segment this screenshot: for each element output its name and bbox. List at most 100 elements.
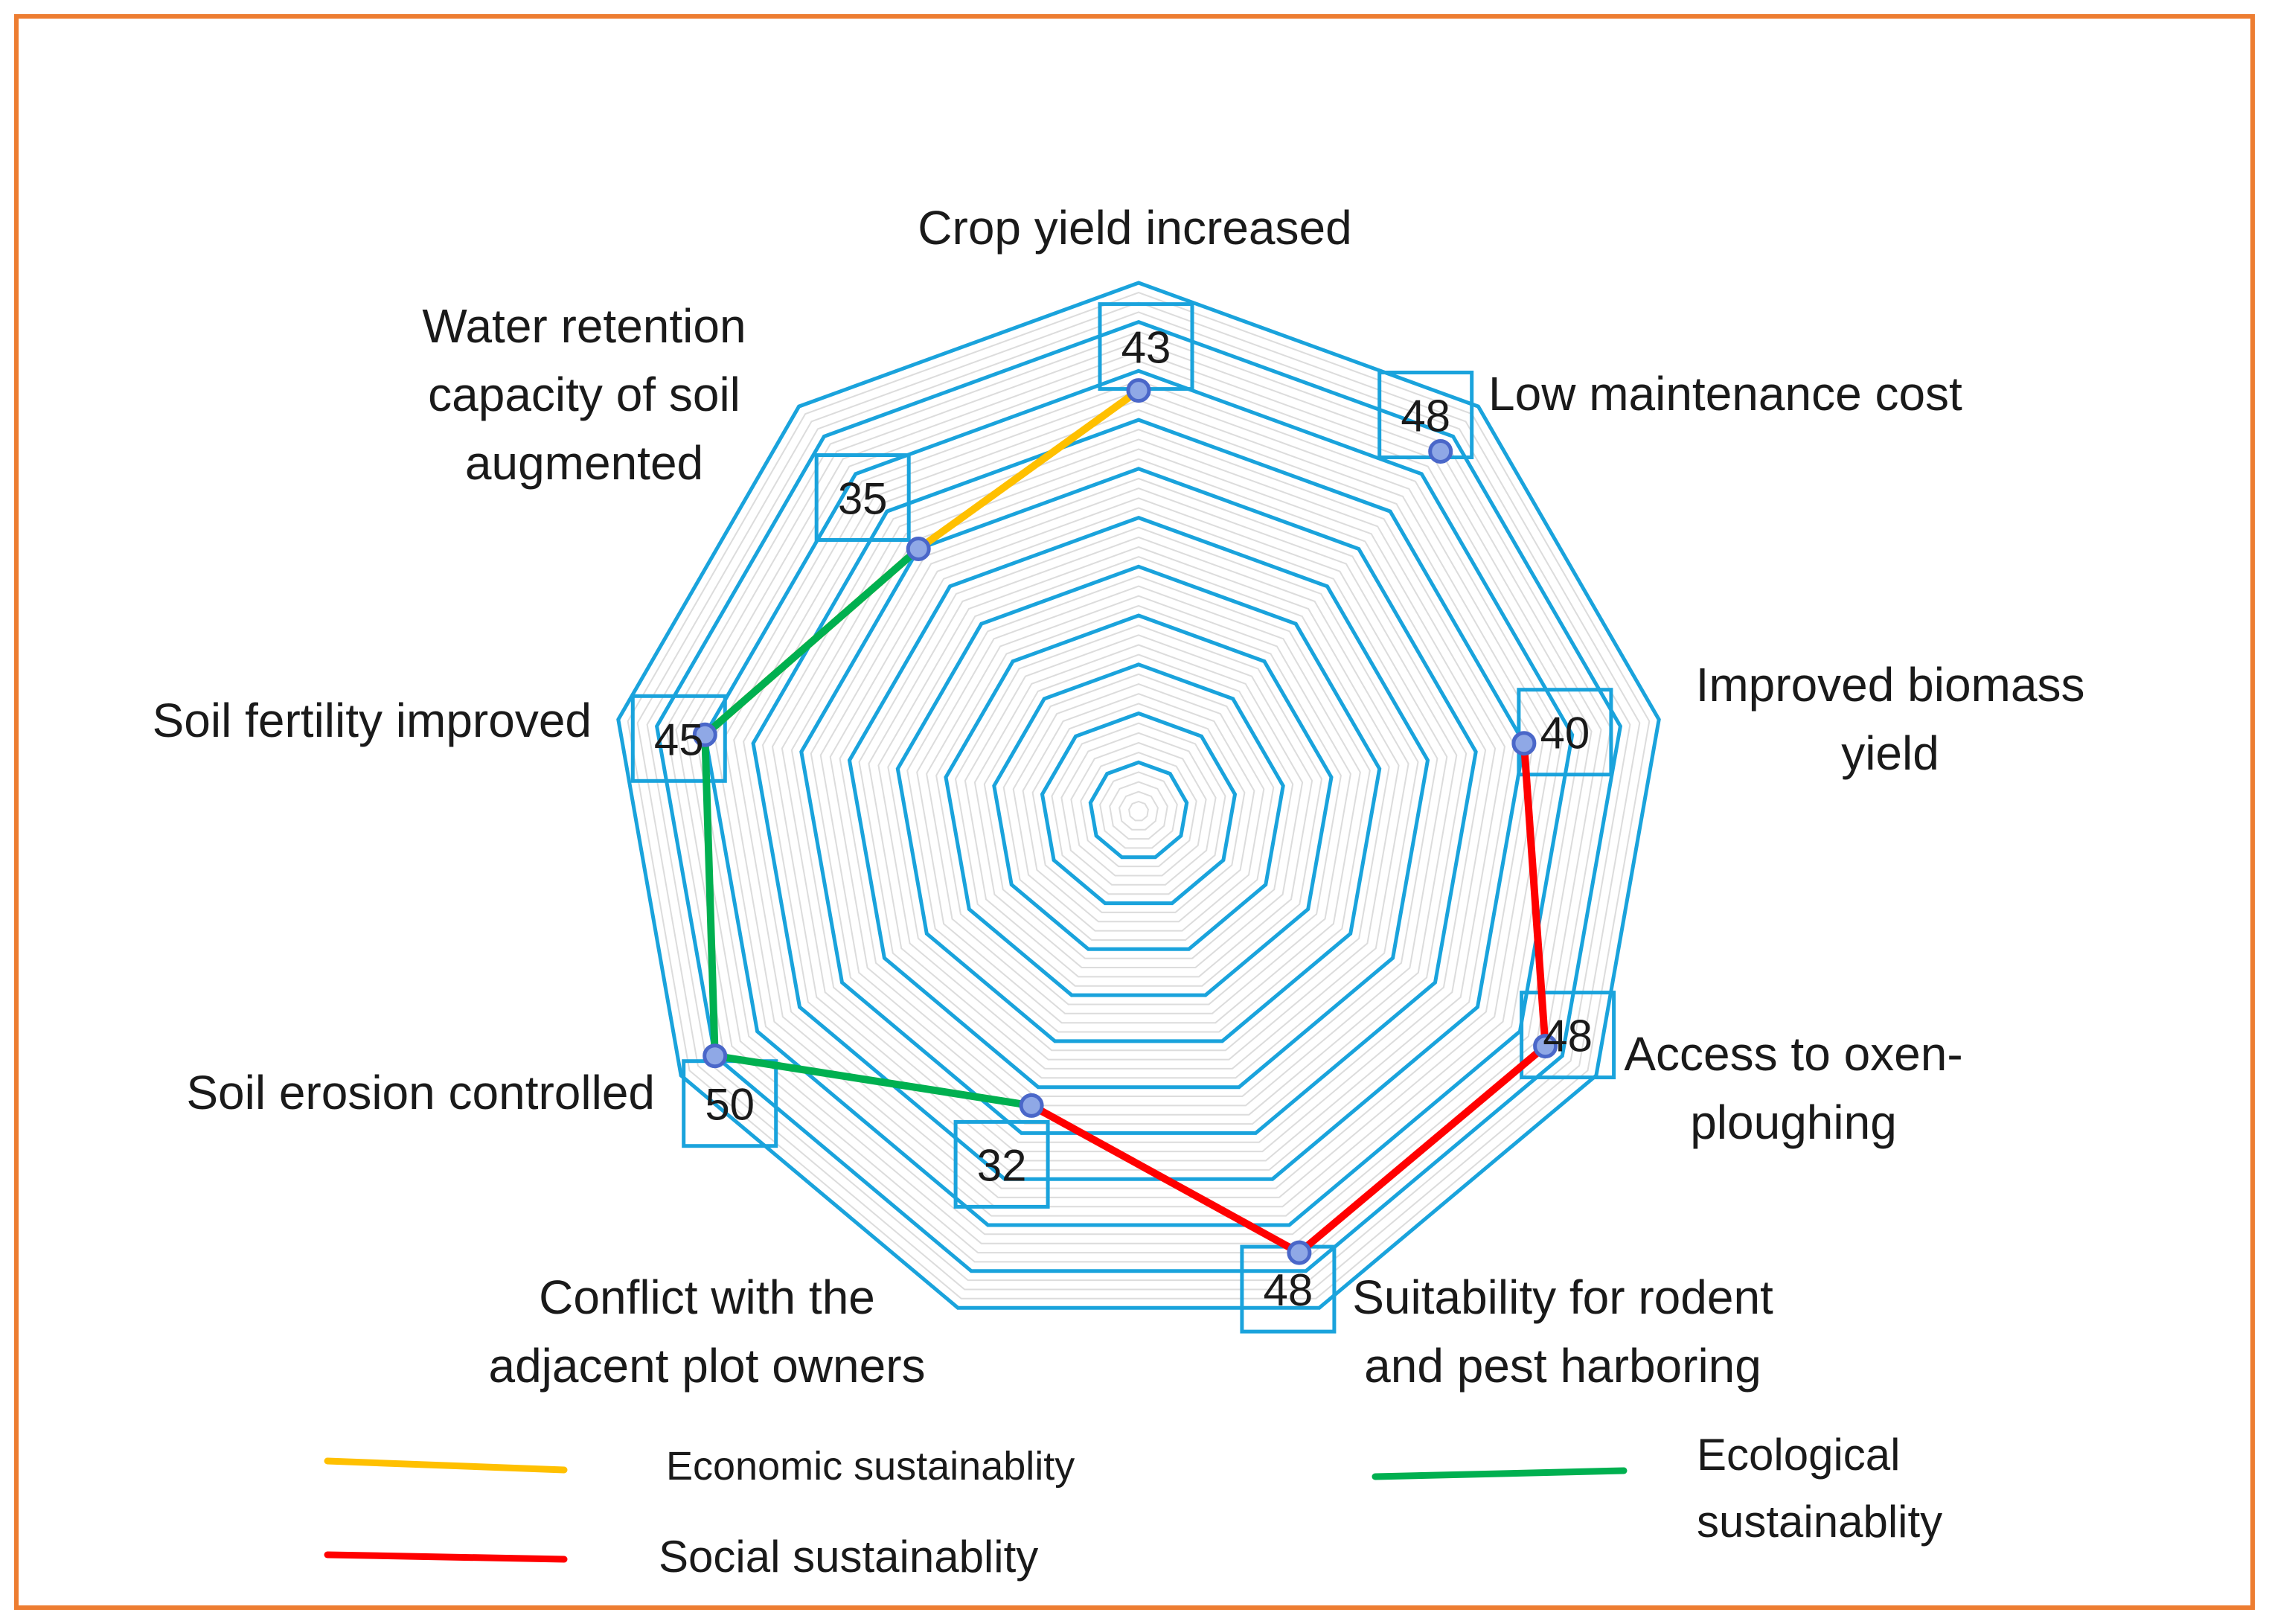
axis-label: Crop yield increased bbox=[918, 201, 1351, 255]
minor-grid-ring bbox=[906, 575, 1371, 1033]
minor-grid-ring bbox=[714, 380, 1564, 1217]
axis-label-line: Conflict with the bbox=[539, 1270, 875, 1324]
minor-grid-ring bbox=[685, 350, 1593, 1244]
value-label-box bbox=[953, 1119, 1050, 1209]
legend-label-line: Social sustainablity bbox=[659, 1532, 1038, 1582]
minor-grid-ring bbox=[954, 624, 1323, 987]
minor-grid-ring bbox=[1060, 732, 1217, 886]
major-grid-ring bbox=[799, 467, 1478, 1135]
data-point bbox=[703, 1043, 728, 1069]
minor-grid-ring bbox=[1119, 790, 1159, 831]
legend-label: Ecological sustainablity bbox=[1697, 1430, 1942, 1547]
data-markers bbox=[692, 378, 1558, 1265]
minor-grid-ring bbox=[1012, 683, 1265, 932]
value-label: 48 bbox=[1264, 1265, 1313, 1315]
value-label: 45 bbox=[654, 715, 704, 764]
legend-label-line: sustainablity bbox=[1697, 1497, 1942, 1547]
axis-label-line: yield bbox=[1841, 726, 1939, 780]
major-grid-ring bbox=[654, 319, 1623, 1273]
minor-grid-ring bbox=[1128, 800, 1149, 822]
axis-label-line: Soil erosion controlled bbox=[186, 1066, 655, 1119]
minor-grid-ring bbox=[694, 360, 1583, 1235]
minor-grid-ring bbox=[665, 330, 1612, 1263]
minor-grid-ring bbox=[636, 301, 1641, 1291]
axis-label-line: Suitability for rodent bbox=[1352, 1270, 1773, 1324]
minor-grid-ring bbox=[1070, 741, 1207, 877]
minor-grid-ring bbox=[916, 585, 1361, 1024]
legend-label: Economic sustainablity bbox=[666, 1444, 1075, 1489]
legend-label: Social sustainablity bbox=[659, 1532, 1038, 1582]
axis-label: Conflict with the adjacent plot owners bbox=[488, 1270, 925, 1393]
major-grid bbox=[616, 281, 1661, 1310]
value-label: 40 bbox=[1540, 709, 1590, 758]
series-line-social-sustainablity bbox=[1028, 739, 1549, 1257]
outer-grid-ring bbox=[616, 281, 1661, 1310]
axis-label: Water retention capacity of soil augmented bbox=[422, 299, 746, 490]
minor-grid-ring bbox=[868, 536, 1409, 1070]
minor-grid-ring bbox=[733, 399, 1544, 1198]
legend-swatch bbox=[324, 1551, 568, 1563]
value-label: 35 bbox=[838, 474, 888, 524]
minor-grid-ring bbox=[935, 604, 1342, 1006]
minor-grid-ring bbox=[627, 292, 1651, 1299]
legend: Economic sustainablity Ecological sustaina… bbox=[324, 1430, 1942, 1582]
minor-grid-ring bbox=[964, 634, 1313, 978]
major-grid-ring bbox=[751, 418, 1526, 1181]
minor-grid-ring bbox=[810, 477, 1468, 1125]
data-point bbox=[906, 537, 931, 561]
axis-label-line: Soil fertility improved bbox=[153, 694, 592, 747]
minor-grid-ring bbox=[1109, 781, 1168, 840]
minor-grid-ring bbox=[1031, 703, 1246, 913]
data-point bbox=[1511, 731, 1537, 756]
axis-label-line: Improved biomass bbox=[1696, 658, 2085, 712]
legend-swatch bbox=[324, 1457, 568, 1474]
value-label: 48 bbox=[1401, 391, 1450, 441]
value-label-box bbox=[630, 694, 727, 783]
data-point bbox=[1428, 439, 1453, 464]
series-line-ecological-sustainablity bbox=[701, 545, 1036, 1110]
data-point bbox=[1019, 1093, 1044, 1118]
value-label-box bbox=[1520, 991, 1616, 1080]
major-grid-ring bbox=[992, 662, 1285, 951]
major-grid-ring bbox=[847, 515, 1430, 1090]
value-label: 50 bbox=[705, 1080, 755, 1130]
major-grid-ring bbox=[895, 564, 1382, 1043]
minor-grid-ring bbox=[1022, 693, 1255, 923]
data-point bbox=[1126, 378, 1151, 403]
minor-grid-ring bbox=[877, 546, 1400, 1061]
axis-label: Low maintenance cost bbox=[1488, 367, 1962, 421]
major-grid-ring bbox=[944, 613, 1334, 997]
legend-swatch bbox=[1372, 1467, 1628, 1480]
chart-frame bbox=[14, 14, 2255, 1610]
minor-grid-ring bbox=[819, 487, 1458, 1116]
axis-label: Soil fertility improved bbox=[153, 694, 592, 747]
minor-grid-ring bbox=[983, 653, 1294, 959]
minor-grid-ring bbox=[781, 448, 1497, 1153]
axis-label-line: Water retention bbox=[422, 299, 746, 353]
axis-label-line: capacity of soil bbox=[428, 368, 740, 421]
axis-label-line: ploughing bbox=[1690, 1096, 1897, 1149]
legend-label-line: Economic sustainablity bbox=[666, 1444, 1075, 1489]
data-point bbox=[1533, 1034, 1558, 1059]
minor-grid-ring bbox=[973, 644, 1304, 968]
major-grid-ring bbox=[1040, 711, 1238, 906]
axis-label-line: adjacent plot owners bbox=[488, 1339, 925, 1393]
axis-label-line: Access to oxen- bbox=[1624, 1027, 1962, 1081]
axis-label: Soil erosion controlled bbox=[186, 1066, 655, 1119]
axis-label-line: augmented bbox=[465, 436, 703, 490]
axis-label: Suitability for rodent and pest harboring bbox=[1352, 1270, 1773, 1393]
axis-label-line: and pest harboring bbox=[1364, 1339, 1761, 1393]
legend-label-line: Ecological bbox=[1697, 1430, 1901, 1480]
axis-label: Improved biomass yield bbox=[1696, 658, 2085, 780]
minor-grid-ring bbox=[926, 595, 1351, 1014]
minor-grid-ring bbox=[646, 311, 1631, 1282]
minor-grid-ring bbox=[829, 497, 1448, 1107]
major-grid-ring bbox=[1088, 760, 1189, 860]
minor-grid-ring bbox=[1099, 771, 1178, 849]
value-label: 43 bbox=[1121, 323, 1171, 373]
minor-grid-ring bbox=[858, 526, 1419, 1079]
minor-grid-ring bbox=[1002, 673, 1275, 941]
minor-grid-ring bbox=[887, 556, 1390, 1052]
